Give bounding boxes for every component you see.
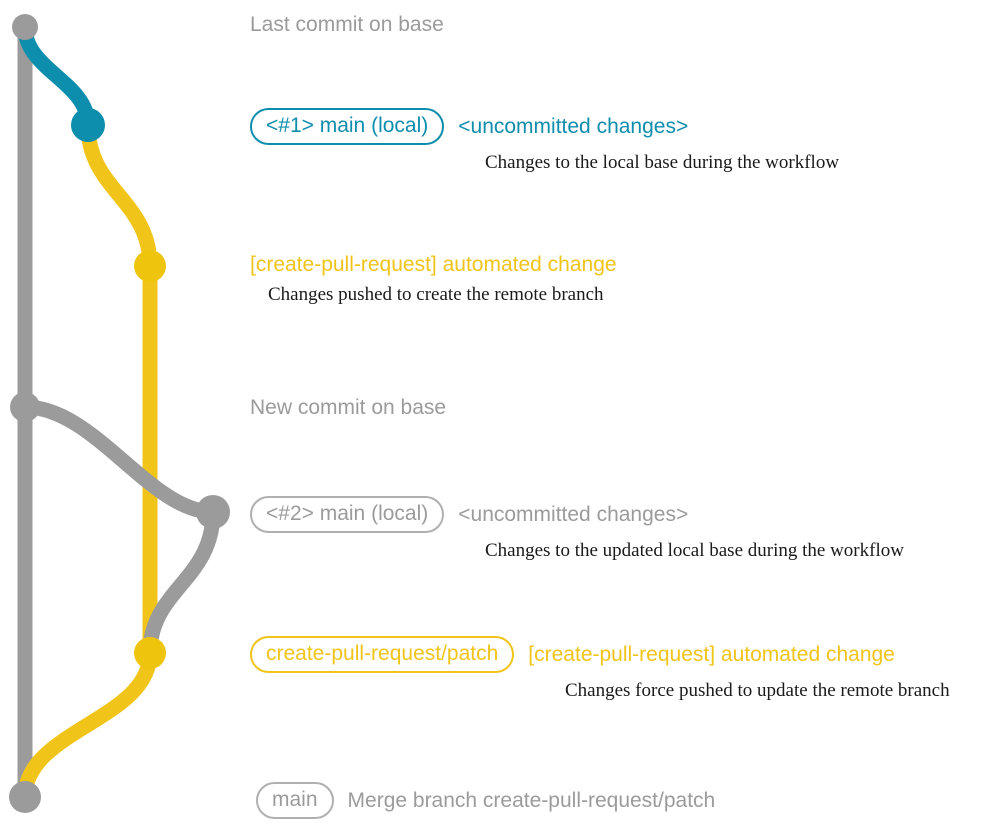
commit-node-base-new[interactable] xyxy=(10,392,40,422)
row-last-commit-on-base: Last commit on base xyxy=(250,13,444,37)
ref-pill-local-1[interactable]: <#1> main (local) xyxy=(250,108,445,145)
edge-local2-to-patch2 xyxy=(142,504,221,661)
ref-pill-main[interactable]: main xyxy=(256,782,334,819)
row-automated-change-1: [create-pull-request] automated change C… xyxy=(250,253,617,306)
row-local-1: <#1> main (local) <uncommitted changes> … xyxy=(250,108,839,174)
commit-description-automated-change-2: Changes force pushed to update the remot… xyxy=(565,680,950,701)
commit-description-automated-change-1: Changes pushed to create the remote bran… xyxy=(268,284,604,305)
row-new-commit-on-base: New commit on base xyxy=(250,396,446,420)
ref-pill-local-2[interactable]: <#2> main (local) xyxy=(250,496,445,533)
commit-subject-automated-change-1: [create-pull-request] automated change xyxy=(250,253,617,276)
commit-node-patch-2[interactable] xyxy=(134,637,166,669)
commit-node-local-1[interactable] xyxy=(71,108,105,142)
commit-subject-merge: Merge branch create-pull-request/patch xyxy=(347,788,716,812)
commit-node-base-top[interactable] xyxy=(12,14,38,40)
commit-description-local-2: Changes to the updated local base during… xyxy=(485,540,904,561)
commit-subject-new-commit-on-base: New commit on base xyxy=(250,396,447,419)
commit-node-local-2[interactable] xyxy=(196,495,230,529)
commit-subject-automated-change-2: [create-pull-request] automated change xyxy=(528,642,895,666)
row-automated-change-2: create-pull-request/patch [create-pull-r… xyxy=(250,636,950,702)
commit-subject-last-commit-on-base: Last commit on base xyxy=(250,13,444,36)
commit-node-patch-1[interactable] xyxy=(134,250,166,282)
commit-subject-local-1: <uncommitted changes> xyxy=(458,114,689,138)
edge-patch2-to-merge xyxy=(17,645,158,805)
edge-base-to-local2 xyxy=(17,399,221,520)
commit-description-local-1: Changes to the local base during the wor… xyxy=(485,152,840,173)
row-local-2: <#2> main (local) <uncommitted changes> … xyxy=(250,496,904,562)
commit-subject-local-2: <uncommitted changes> xyxy=(458,502,689,526)
row-merge: main Merge branch create-pull-request/pa… xyxy=(256,782,715,819)
ref-pill-create-pull-request-patch[interactable]: create-pull-request/patch xyxy=(250,636,515,673)
commit-node-merge[interactable] xyxy=(9,781,41,813)
